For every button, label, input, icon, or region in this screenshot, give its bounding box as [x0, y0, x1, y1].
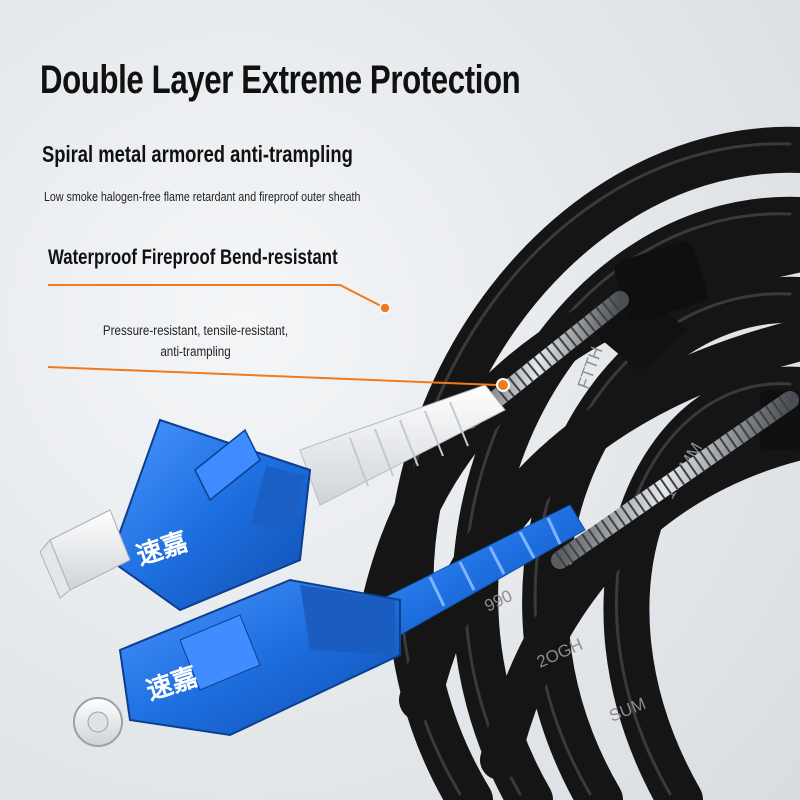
sc-fiber-connector-icon: 速嘉: [73, 578, 401, 747]
cable-coil: [358, 126, 800, 800]
callout-line-sheath: [48, 284, 386, 309]
callout-waterproof-label: Waterproof Fireproof Bend-resistant: [48, 246, 338, 269]
lc-boot: [299, 384, 506, 506]
callout-pressure-line-1: Pressure-resistant, tensile-resistant,: [102, 323, 289, 338]
sheath-note: Low smoke halogen-free flame retardant a…: [44, 189, 361, 204]
callout-lines: [47, 284, 498, 386]
lc-fiber-connector-icon: 速嘉: [39, 418, 312, 612]
callout-line-armor: [47, 366, 498, 386]
headline: Double Layer Extreme Protection: [40, 58, 521, 102]
callout-pressure-label: Pressure-resistant, tensile-resistant, a…: [88, 320, 303, 362]
armored-cable-lower: [551, 391, 799, 569]
callout-dot-armor: [496, 378, 510, 392]
subheadline: Spiral metal armored anti-trampling: [42, 141, 353, 167]
callout-dot-sheath: [379, 302, 391, 314]
callout-pressure-line-2: anti-trampling: [160, 344, 231, 359]
